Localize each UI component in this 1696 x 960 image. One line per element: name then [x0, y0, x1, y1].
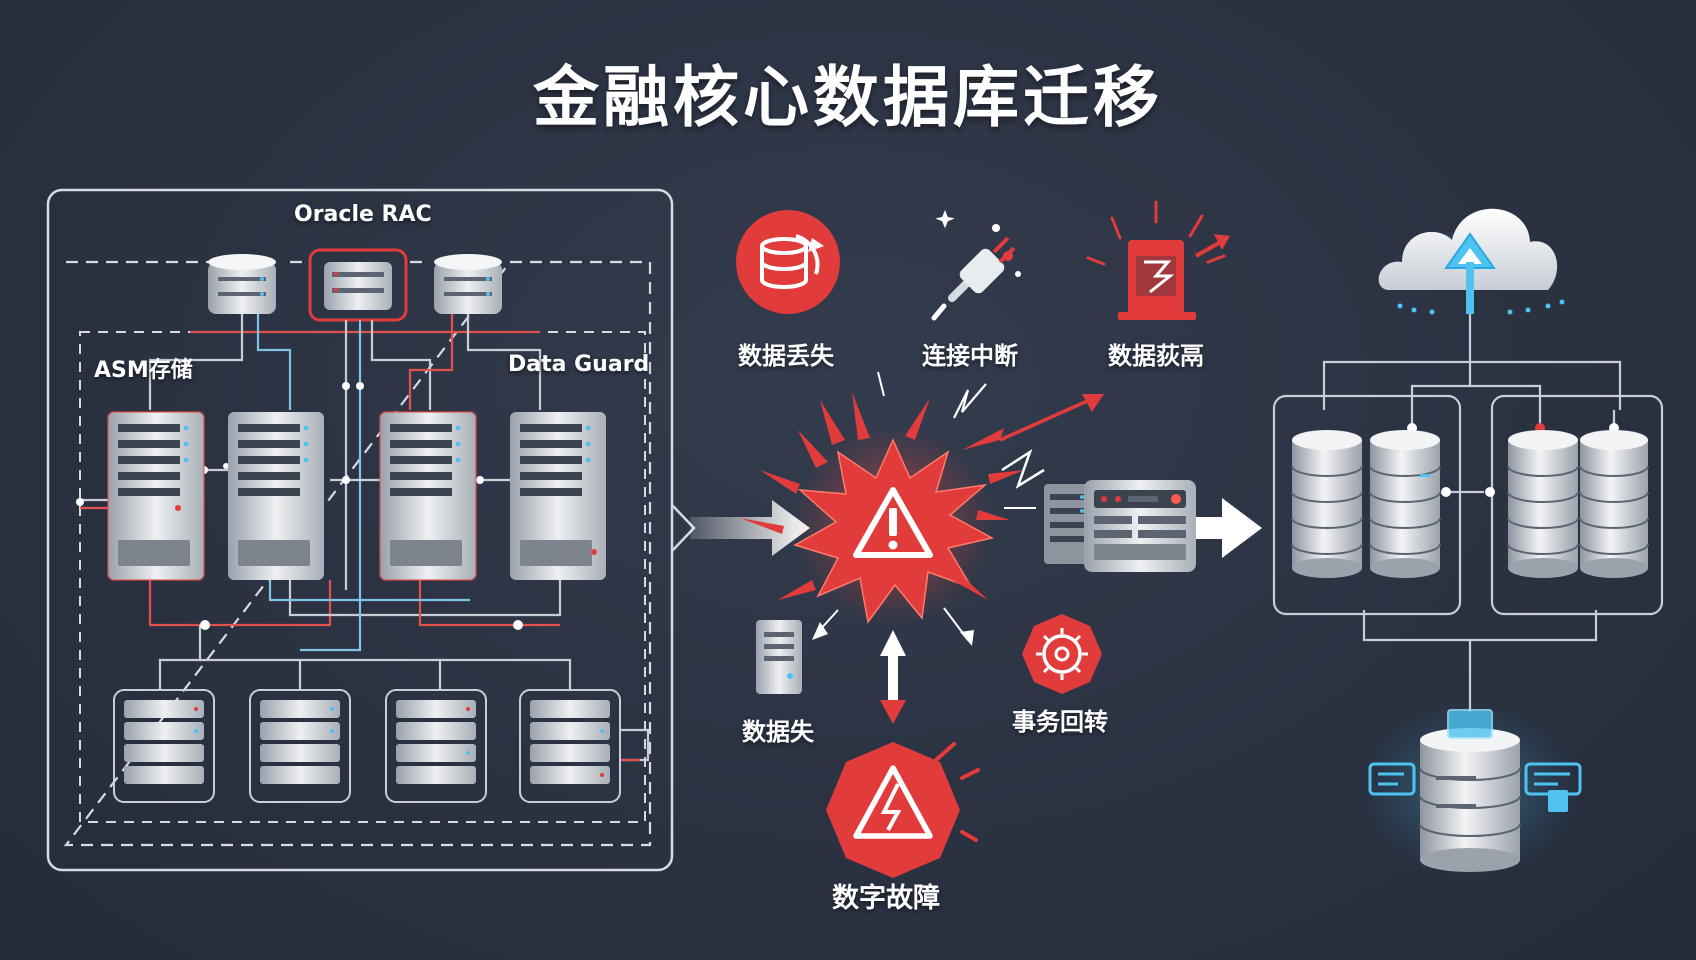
risk-connection-break-label: 连接中断 [922, 342, 1018, 370]
db-server-rack-3 [379, 411, 477, 581]
db-server-rack-2 [228, 412, 324, 580]
database-sync-icon [736, 210, 840, 314]
server-tower-icon [756, 620, 802, 694]
asm-storage-unit-1 [113, 689, 215, 803]
rac-dashed-boundary [63, 260, 652, 847]
target-db-cylinder-3 [1507, 430, 1579, 578]
target-network-lines [1322, 314, 1622, 712]
rac-node-2-highlighted [308, 248, 408, 322]
rac-node-1 [208, 254, 276, 314]
document-alert-icon [1086, 200, 1230, 320]
risk-data-corrupt-label: 数据荻鬲 [1108, 342, 1204, 370]
migration-arrow-in [690, 500, 810, 556]
migration-arrow-out [1196, 498, 1262, 558]
risk-txn-rollback-label: 事务回转 [1012, 708, 1108, 736]
asm-storage-unit-2 [249, 689, 351, 803]
asm-storage-label: ASM存储 [94, 358, 193, 383]
cloud-upload-icon [1378, 208, 1565, 315]
broken-plug-icon [931, 210, 1021, 321]
target-cluster [1272, 208, 1664, 880]
burst-sparks [812, 371, 1104, 646]
target-cluster-frame-a [1272, 394, 1462, 616]
cluster-outer-frame [46, 188, 674, 872]
db-server-rack-4 [510, 412, 606, 580]
storage-dashed-boundary [79, 331, 646, 823]
target-db-cylinder-2 [1369, 430, 1441, 578]
target-db-cylinder-4 [1579, 430, 1649, 578]
risk-digital-failure-label: 数字故障 [832, 883, 940, 914]
burst-shards [740, 392, 1024, 600]
gear-alert-icon [1022, 614, 1102, 694]
risk-data-missing-label: 数据失 [742, 718, 814, 746]
target-db-cylinder-1 [1291, 430, 1363, 578]
lightning-warning-icon [826, 742, 980, 878]
db-server-rack-1 [107, 411, 205, 581]
target-primary-database [1360, 700, 1582, 880]
central-failure-burst [793, 425, 995, 625]
risk-data-loss-label: 数据丢失 [738, 342, 834, 370]
rac-node-3 [434, 254, 502, 314]
warning-triangle-icon [853, 487, 933, 558]
asm-storage-unit-3 [385, 689, 487, 803]
bidirectional-arrow [880, 630, 906, 724]
data-guard-label: Data Guard [508, 352, 650, 377]
asm-storage-unit-4 [519, 689, 621, 803]
page-title: 金融核心数据库迁移 [533, 59, 1163, 136]
migration-gateway-server [1044, 480, 1196, 572]
oracle-rac-label: Oracle RAC [294, 202, 432, 227]
target-cluster-frame-b [1490, 394, 1664, 616]
source-cluster [46, 188, 696, 872]
interconnect-nodes [76, 382, 523, 630]
